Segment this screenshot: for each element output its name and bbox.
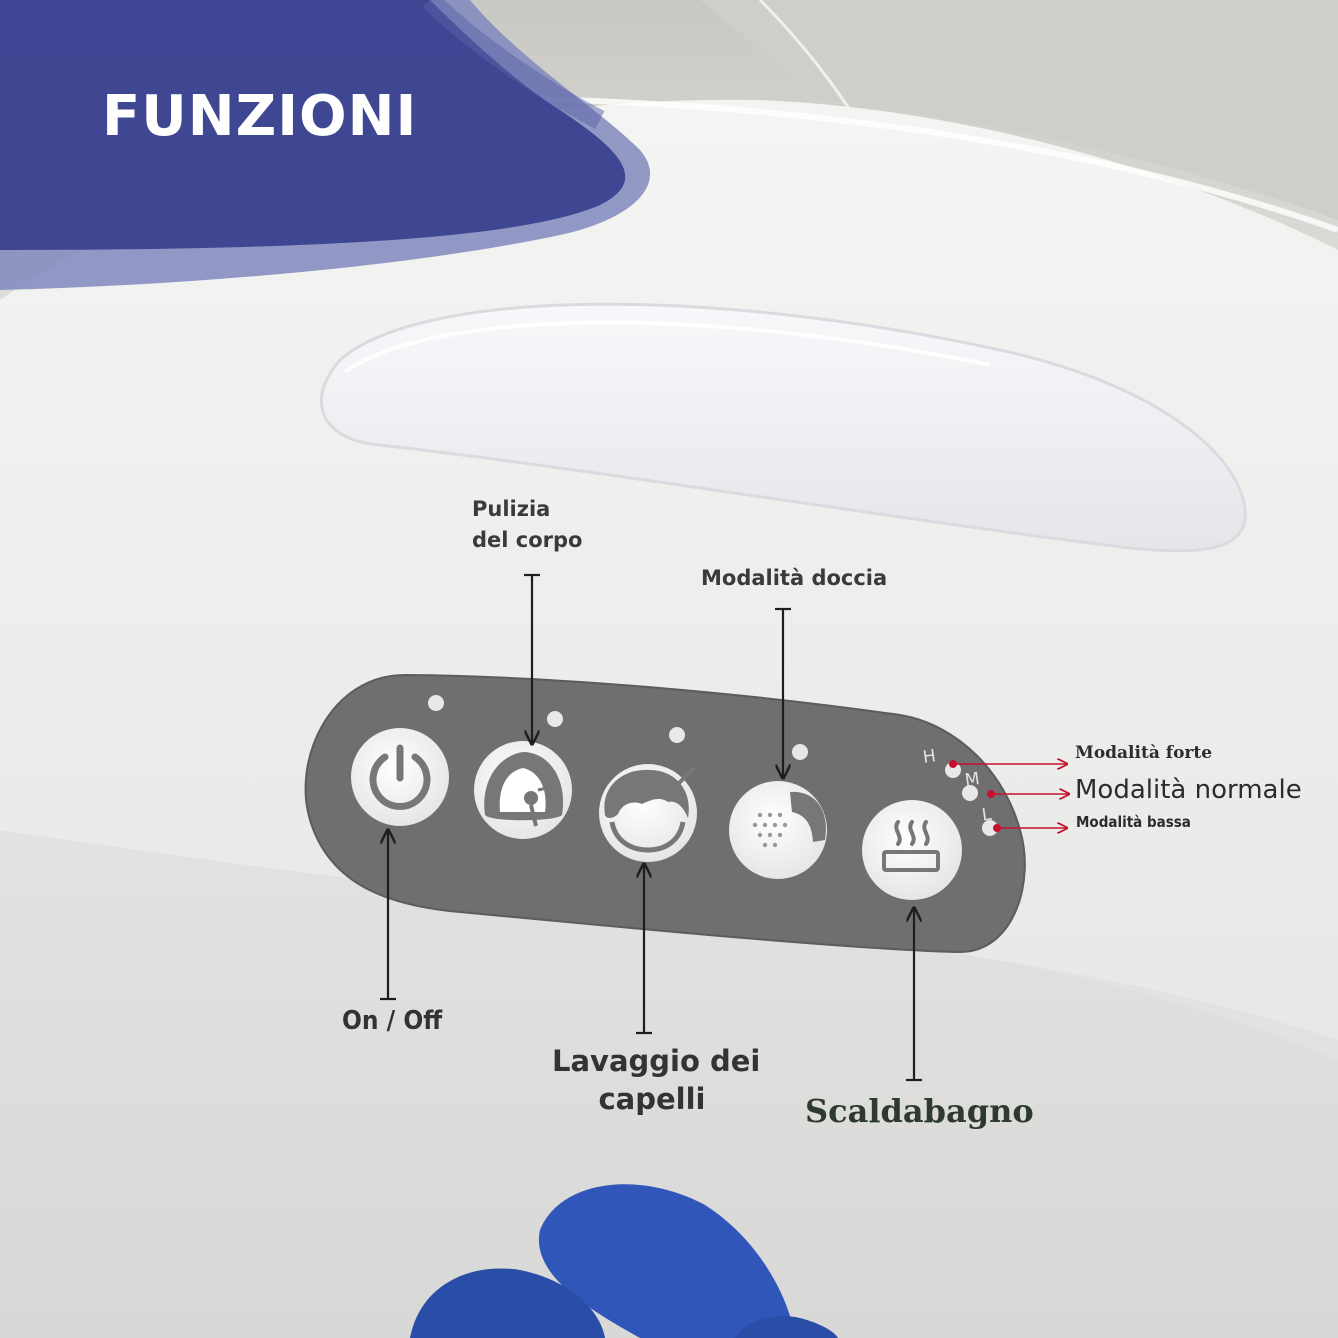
label-hair-washing-line2: capelli (598, 1082, 706, 1116)
led-low (982, 820, 998, 836)
tub-front-surface (0, 830, 1338, 1338)
water-heater-button[interactable] (862, 800, 962, 900)
label-body-cleaning-line2: del corpo (472, 528, 583, 552)
handle-recess (320, 302, 1247, 553)
level-letter-high: H (922, 746, 937, 768)
page-title: FUNZIONI (102, 84, 418, 149)
power-button[interactable] (351, 728, 449, 826)
level-arrows (949, 760, 1069, 832)
level-letter-medium: M (964, 769, 981, 791)
label-on-off: On / Off (342, 1006, 443, 1036)
label-mode-strong: Modalità forte (1075, 743, 1213, 763)
led-high (945, 762, 961, 778)
hair-washing-button[interactable] (599, 764, 697, 862)
body-cleaning-button[interactable] (474, 741, 572, 839)
logo-drops (410, 1184, 838, 1338)
heater-icon (882, 820, 940, 872)
led-hair (669, 727, 685, 743)
label-water-heater: Scaldabagno (805, 1092, 1034, 1130)
body-cleaning-icon (484, 752, 564, 827)
header-banner (0, 0, 626, 250)
label-hair-washing: Lavaggio dei capelli (552, 1042, 761, 1118)
label-mode-normal: Modalità normale (1075, 775, 1302, 805)
label-shower-mode: Modalità doccia (701, 566, 888, 590)
shower-icon (752, 791, 826, 848)
level-letter-low: L (981, 805, 994, 826)
led-medium (962, 785, 978, 801)
pointer-arrows (380, 573, 922, 1082)
hair-icon (604, 766, 696, 853)
label-mode-low: Modalità bassa (1076, 813, 1191, 831)
led-body (547, 711, 563, 727)
power-icon (369, 744, 431, 810)
led-power (428, 695, 444, 711)
shower-mode-button[interactable] (729, 781, 827, 879)
label-body-cleaning-line1: Pulizia (472, 497, 551, 521)
led-shower (792, 744, 808, 760)
label-hair-washing-line1: Lavaggio dei (552, 1044, 761, 1078)
label-body-cleaning: Pulizia del corpo (472, 494, 582, 556)
